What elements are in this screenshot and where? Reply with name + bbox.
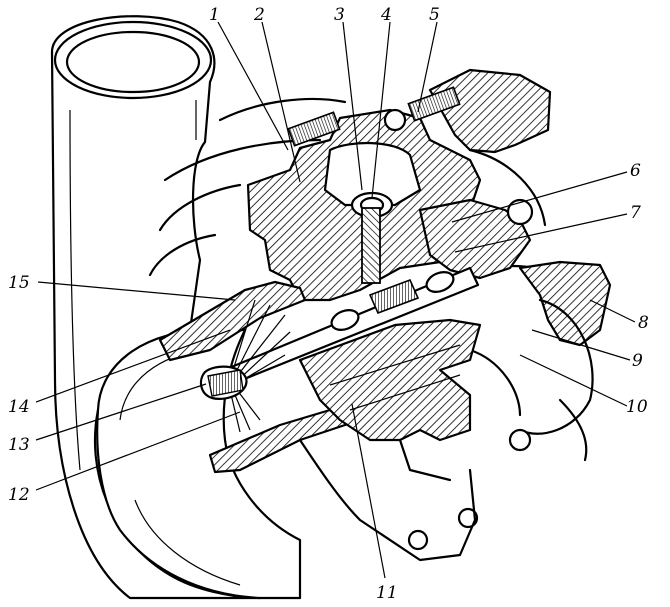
bearing-housing: [246, 108, 482, 302]
callout-14: 14: [8, 397, 30, 417]
turbine-wheel: [298, 318, 482, 442]
callout-2: 2: [253, 5, 265, 25]
leader-lines: [35, 21, 636, 579]
callout-1: 1: [209, 5, 220, 25]
lower-housing: [298, 398, 588, 562]
callout-4: 4: [380, 5, 392, 25]
turbine-housing: [418, 68, 612, 435]
callout-6: 6: [630, 161, 641, 181]
fasteners: [287, 86, 534, 551]
callout-7: 7: [630, 203, 641, 223]
callout-15: 15: [8, 273, 30, 293]
turbocharger-drawing: [50, 15, 612, 600]
callout-11: 11: [376, 583, 398, 603]
callout-12: 12: [8, 485, 30, 505]
callout-13: 13: [8, 435, 30, 455]
callout-labels: 1 2 3 4 5 6 7 8 9 10 11 12 13 14 15: [8, 5, 649, 603]
callout-10: 10: [626, 397, 648, 417]
compressor-wheel: [199, 299, 291, 433]
callout-5: 5: [429, 5, 440, 25]
callout-9: 9: [632, 351, 643, 371]
callout-8: 8: [638, 313, 649, 333]
callout-3: 3: [334, 5, 345, 25]
